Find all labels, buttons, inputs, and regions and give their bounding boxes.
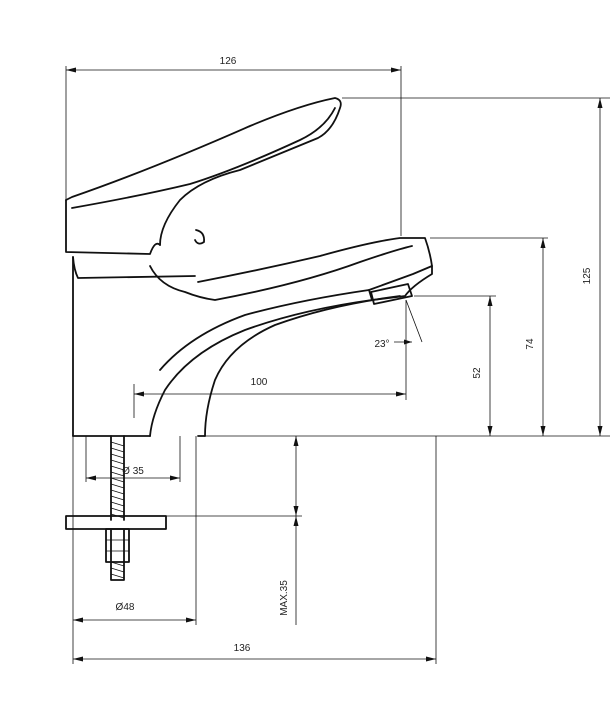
dim-shank-diameter: Ø 35: [122, 466, 144, 477]
dim-total-length: 136: [234, 643, 251, 654]
dim-spout-reach: 100: [251, 377, 268, 388]
hex-nut: [105, 528, 130, 563]
dim-spout-angle: 23°: [374, 339, 389, 350]
dimension-lines: [66, 67, 603, 662]
extension-lines: [65, 66, 610, 664]
dim-total-height: 125: [582, 267, 593, 284]
spout: [149, 237, 433, 437]
dim-spout-height: 74: [525, 338, 536, 350]
mounting-plate: [65, 515, 167, 530]
lever-handle: [65, 97, 413, 301]
dim-max-thickness: MAX.35: [279, 580, 290, 616]
dim-outlet-height: 52: [472, 367, 483, 379]
dimension-labels: 126 125 74 52 23° 100 Ø 35 Ø48 MAX.35 13…: [116, 56, 593, 654]
threaded-rod: [110, 435, 125, 581]
dim-top-width: 126: [220, 56, 237, 67]
dim-base-diameter: Ø48: [116, 602, 135, 613]
